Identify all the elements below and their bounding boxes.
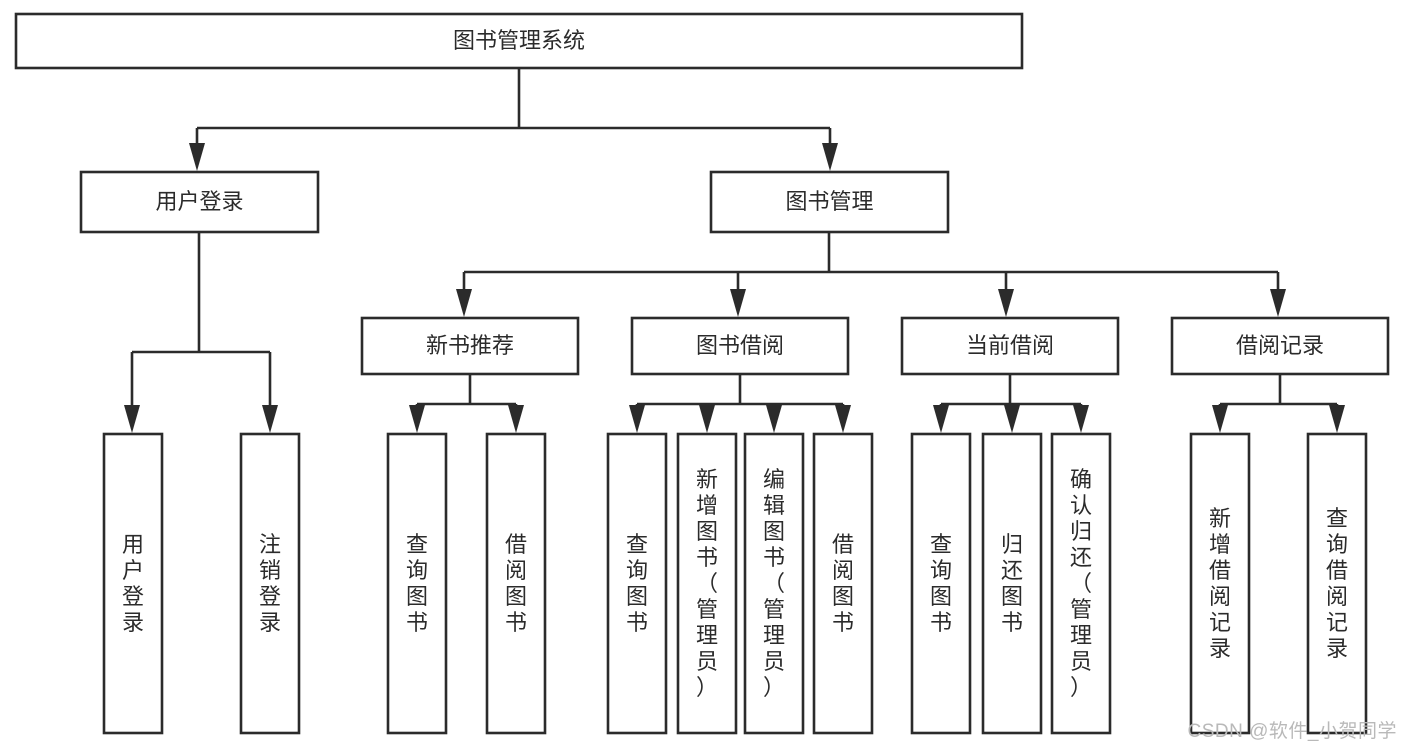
node-label: 查询借阅记录 (1326, 506, 1348, 661)
node-label: 新增图书（管理员） (696, 467, 718, 700)
node-label: 新增借阅记录 (1209, 506, 1231, 661)
node-label: 查询图书 (406, 532, 428, 635)
node-borrow-record[interactable]: 借阅记录 (1170, 316, 1390, 376)
node-label: 借阅图书 (505, 532, 527, 635)
node-leaf-query-book-3[interactable]: 查询图书 (910, 432, 972, 735)
node-leaf-query-book-1[interactable]: 查询图书 (386, 432, 448, 735)
node-label: 新书推荐 (426, 333, 514, 358)
node-root[interactable]: 图书管理系统 (14, 12, 1024, 70)
node-label: 图书借阅 (696, 333, 784, 358)
node-label: 当前借阅 (966, 333, 1054, 358)
edge-layer (124, 68, 1345, 433)
node-leaf-borrow-book-2[interactable]: 借阅图书 (812, 432, 874, 735)
node-label: 图书管理系统 (453, 28, 585, 53)
node-label: 确认归还（管理员） (1070, 467, 1092, 700)
node-leaf-user-login[interactable]: 用户登录 (102, 432, 164, 735)
node-book-borrow[interactable]: 图书借阅 (630, 316, 850, 376)
connector-currentborrow-split (933, 374, 1089, 433)
connector-newbook-split (409, 374, 524, 433)
node-leaf-logout-login[interactable]: 注销登录 (239, 432, 301, 735)
node-user-login[interactable]: 用户登录 (79, 170, 320, 234)
node-leaf-return-book[interactable]: 归还图书 (981, 432, 1043, 735)
node-leaf-borrow-book-1[interactable]: 借阅图书 (485, 432, 547, 735)
connector-bookmanage-split (456, 232, 1286, 317)
node-label: 图书管理 (785, 189, 873, 214)
node-book-manage[interactable]: 图书管理 (709, 170, 950, 234)
node-label: 编辑图书（管理员） (763, 467, 785, 700)
connector-borrowrecord-split (1212, 374, 1345, 433)
node-leaf-edit-book-admin[interactable]: 编辑图书（管理员） (743, 432, 805, 735)
node-leaf-confirm-return-admin[interactable]: 确认归还（管理员） (1050, 432, 1112, 735)
node-label: 用户登录 (155, 189, 243, 214)
node-label: 注销登录 (259, 532, 281, 635)
node-current-borrow[interactable]: 当前借阅 (900, 316, 1120, 376)
node-label: 查询图书 (626, 532, 648, 635)
node-new-book-rec[interactable]: 新书推荐 (360, 316, 580, 376)
node-label: 查询图书 (930, 532, 952, 635)
connector-root-split (189, 68, 838, 171)
node-label: 用户登录 (122, 532, 144, 635)
node-label: 借阅图书 (832, 532, 854, 635)
node-leaf-add-book-admin[interactable]: 新增图书（管理员） (676, 432, 738, 735)
node-leaf-add-borrow-record[interactable]: 新增借阅记录 (1189, 432, 1251, 735)
node-label: 借阅记录 (1236, 333, 1324, 358)
node-label: 归还图书 (1001, 532, 1023, 635)
node-layer: 图书管理系统用户登录图书管理新书推荐图书借阅当前借阅借阅记录用户登录注销登录查询… (14, 12, 1390, 735)
node-leaf-query-borrow-record[interactable]: 查询借阅记录 (1306, 432, 1368, 735)
node-leaf-query-book-2[interactable]: 查询图书 (606, 432, 668, 735)
connector-userlogin-split (124, 232, 278, 433)
connector-bookborrow-split (629, 374, 851, 433)
